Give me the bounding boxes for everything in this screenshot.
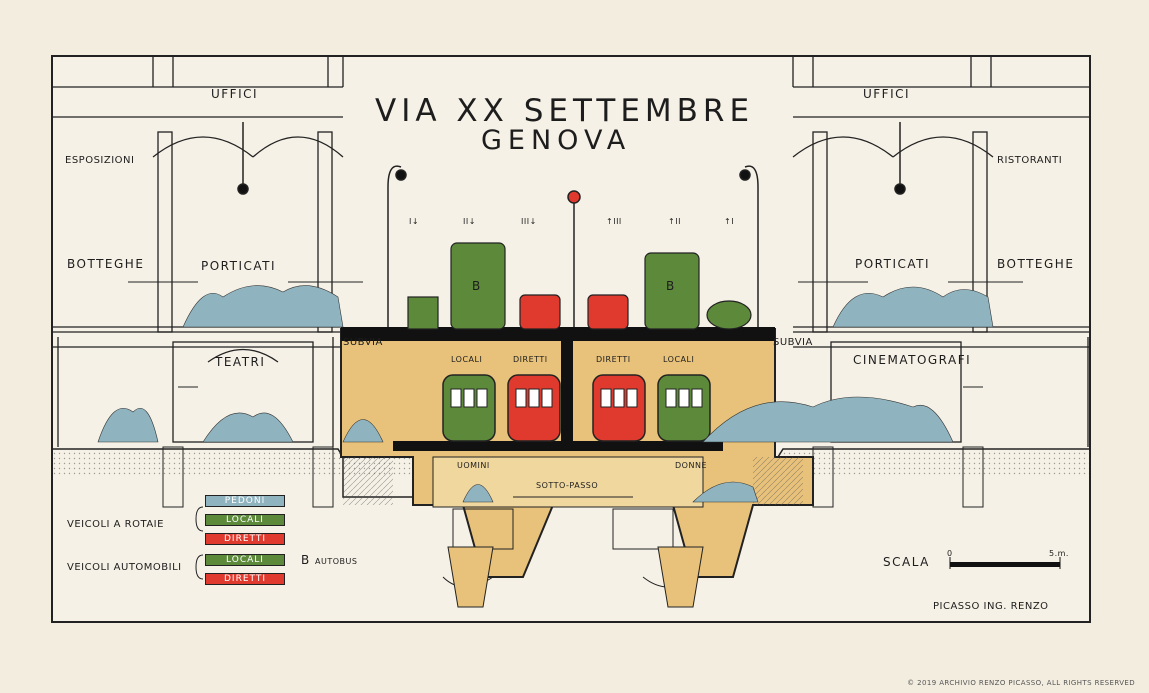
signature: PICASSO ING. RENZO bbox=[933, 601, 1049, 612]
tram-locali-left bbox=[442, 374, 496, 442]
tram-locali-right bbox=[657, 374, 711, 442]
copyright-notice: © 2019 ARCHIVIO RENZO PICASSO, ALL RIGHT… bbox=[907, 679, 1135, 687]
label-teatri: TEATRI bbox=[215, 355, 266, 369]
legend-veicoli-automobili: VEICOLI AUTOMOBILI bbox=[67, 562, 182, 573]
pedestrians bbox=[97, 285, 994, 503]
label-uffici-right: UFFICI bbox=[863, 87, 911, 101]
label-diretti-1: DIRETTI bbox=[513, 355, 548, 364]
label-lane-3: III↓ bbox=[521, 217, 537, 226]
direction-arrows bbox=[128, 281, 1023, 498]
label-uomini: UOMINI bbox=[457, 461, 490, 470]
label-locali-1: LOCALI bbox=[451, 355, 483, 364]
label-uffici-left: UFFICI bbox=[211, 87, 259, 101]
legend-auto-diretti: DIRETTI bbox=[205, 573, 285, 585]
label-diretti-2: DIRETTI bbox=[596, 355, 631, 364]
building-left bbox=[53, 57, 344, 447]
label-subvia-right: SUBVIA bbox=[773, 337, 813, 348]
street-lamps bbox=[237, 122, 906, 327]
legend-rail-locali: LOCALI bbox=[205, 514, 285, 526]
building-right bbox=[792, 57, 1089, 447]
label-esposizioni: ESPOSIZIONI bbox=[65, 155, 135, 166]
label-sottopasso: SOTTO-PASSO bbox=[536, 481, 599, 490]
legend-brackets bbox=[195, 506, 204, 580]
label-bus-letter-2: B bbox=[666, 279, 676, 293]
label-lane-6: ↑I bbox=[724, 217, 735, 226]
tram-diretti-right bbox=[592, 374, 646, 442]
scale-label: SCALA bbox=[883, 555, 930, 569]
tram-diretti-left bbox=[507, 374, 561, 442]
label-lane-5: ↑II bbox=[668, 217, 681, 226]
legend-bus-text: AUTOBUS bbox=[315, 557, 358, 566]
legend-veicoli-a-rotaie: VEICOLI A ROTAIE bbox=[67, 519, 164, 530]
label-lane-1: I↓ bbox=[409, 217, 420, 226]
legend-bus-letter: B bbox=[301, 553, 311, 567]
street-vehicles bbox=[407, 242, 752, 330]
drawing-frame: VIA XX SETTEMBRE GENOVA UFFICI UFFICI ES… bbox=[51, 55, 1091, 623]
page-subtitle: GENOVA bbox=[481, 125, 632, 156]
label-ristoranti: RISTORANTI bbox=[997, 155, 1063, 166]
label-locali-2: LOCALI bbox=[663, 355, 695, 364]
label-porticati-left: PORTICATI bbox=[201, 259, 277, 273]
scale-five: 5.m. bbox=[1049, 549, 1069, 558]
label-lane-2: II↓ bbox=[463, 217, 476, 226]
page-title: VIA XX SETTEMBRE bbox=[375, 93, 755, 129]
label-porticati-right: PORTICATI bbox=[855, 257, 931, 271]
scale-zero: 0 bbox=[947, 549, 953, 558]
label-subvia-left: SUBVIA bbox=[343, 337, 383, 348]
label-botteghe-right: BOTTEGHE bbox=[997, 257, 1075, 271]
cross-section-drawing bbox=[53, 57, 1089, 608]
label-lane-4: ↑III bbox=[606, 217, 622, 226]
label-botteghe-left: BOTTEGHE bbox=[67, 257, 145, 271]
legend-pedoni: PEDONI bbox=[205, 495, 285, 507]
label-bus-letter-1: B bbox=[472, 279, 482, 293]
legend-rail-diretti: DIRETTI bbox=[205, 533, 285, 545]
label-donne: DONNE bbox=[675, 461, 707, 470]
legend-auto-locali: LOCALI bbox=[205, 554, 285, 566]
label-cinematografi: CINEMATOGRAFI bbox=[853, 353, 972, 367]
scale-bar bbox=[949, 557, 1061, 569]
